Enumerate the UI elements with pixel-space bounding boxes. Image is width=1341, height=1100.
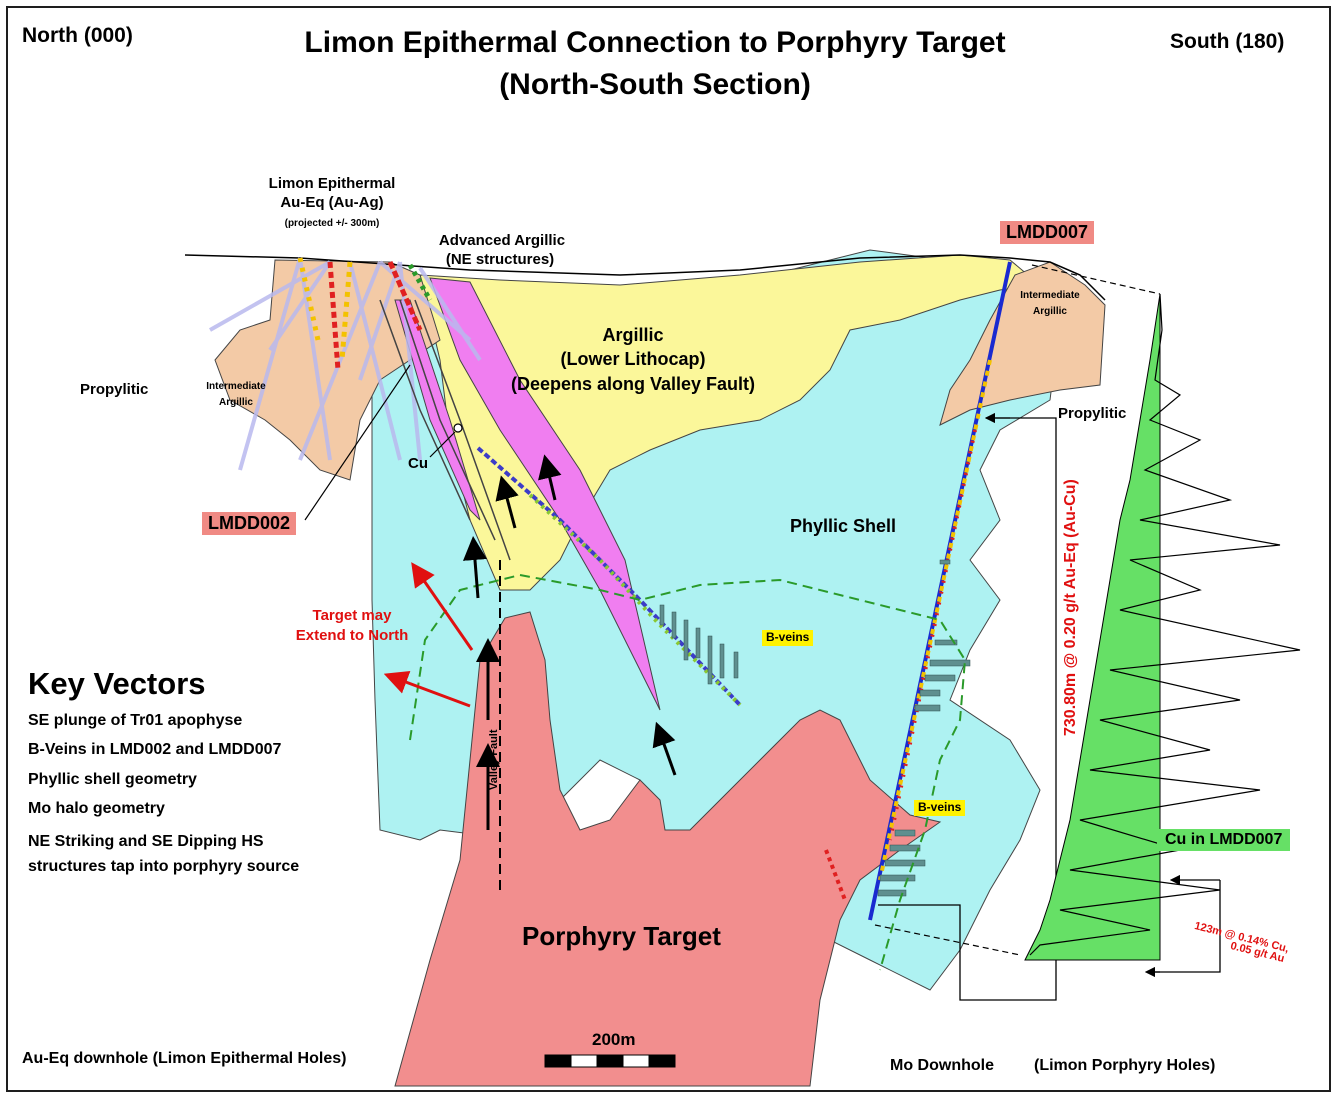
target-north-label-2: Extend to North — [295, 627, 409, 644]
advanced-argillic-zone — [429, 277, 661, 711]
mo-halo-outline — [409, 573, 967, 971]
cu-profile-connector — [1031, 264, 1161, 295]
intermediate-argillic-left-label-2: Argillic — [219, 397, 253, 408]
porphyry-holes-legend-label: (Limon Porphyry Holes) — [1034, 1057, 1216, 1074]
au-eq-legend-label: Au-Eq downhole (Limon Epithermal Holes) — [22, 1050, 347, 1067]
cu-marker — [453, 423, 463, 433]
b-veins-label-lmdd007: B-veins — [914, 800, 966, 816]
ne-structures — [379, 299, 511, 561]
north-orientation-label: North (000) — [22, 24, 133, 47]
cu-label: Cu — [408, 455, 428, 472]
lmdd002-hole-trace — [476, 446, 742, 707]
intercept-bracket — [878, 417, 1057, 1001]
diagram-subtitle: (North-South Section) — [499, 68, 811, 101]
cu-profile-bottom-connector — [874, 924, 1021, 956]
lmdd002-label: LMDD002 — [202, 512, 297, 535]
advanced-argillic-zone-2 — [394, 299, 481, 521]
argillic-valley-fault-label: (Deepens along Valley Fault) — [510, 374, 756, 394]
porphyry-target-zone — [394, 611, 942, 1087]
lmdd007-label: LMDD007 — [1000, 221, 1095, 244]
mo-downhole-bars-lmdd002 — [659, 604, 739, 685]
intermediate-argillic-right-label-2: Argillic — [1033, 306, 1067, 317]
au-eq-downhole-traces — [297, 257, 433, 371]
figure-border — [6, 6, 1331, 1092]
mo-downhole-bars-lmdd007 — [877, 559, 971, 897]
target-north-label: Target may — [312, 607, 392, 624]
lmdd002-hole-color — [528, 493, 742, 707]
south-orientation-label: South (180) — [1170, 30, 1285, 53]
key-vector-item: SE plunge of Tr01 apophyse — [28, 712, 243, 729]
intermediate-argillic-right-zone — [939, 261, 1106, 426]
short-intercept-arrows — [1144, 874, 1221, 978]
phyllic-shell-label: Phyllic Shell — [790, 516, 897, 536]
key-vector-item: structures tap into porphyry source — [28, 858, 300, 875]
short-porphyry-hole — [824, 849, 847, 901]
porphyry-target-label: Porphyry Target — [522, 921, 721, 951]
propylitic-right-label: Propylitic — [1058, 405, 1127, 422]
long-intercept-label: 730.80m @ 0.20 g/t Au-Eq (Au-Cu) — [1062, 479, 1079, 736]
valley-fault-label: Valley Fault — [488, 729, 500, 790]
limon-epithermal-label: Limon Epithermal — [268, 175, 396, 192]
target-north-arrows — [383, 562, 474, 708]
lmdd007-hole-color-2 — [888, 429, 977, 841]
mo-legend-label: Mo Downhole — [890, 1057, 994, 1074]
diagram-title: Limon Epithermal Connection to Porphyry … — [304, 26, 1006, 59]
advanced-argillic-label: Advanced Argillic — [438, 232, 566, 249]
scale-bar — [544, 1054, 676, 1068]
key-vector-item: Mo halo geometry — [28, 800, 165, 817]
cu-profile-trace — [1029, 293, 1301, 956]
key-vector-item: Phyllic shell geometry — [28, 771, 197, 788]
argillic-label: Argillic — [602, 325, 664, 345]
cu-profile-fill — [1024, 293, 1161, 961]
key-vector-item: B-Veins in LMD002 and LMDD007 — [28, 741, 282, 758]
argillic-lithocap-label: (Lower Lithocap) — [560, 349, 706, 369]
b-veins-label-lmdd002: B-veins — [762, 630, 814, 646]
intermediate-argillic-right-label: Intermediate — [1020, 290, 1080, 301]
key-vectors-heading: Key Vectors — [28, 666, 206, 701]
propylitic-left-label: Propylitic — [80, 381, 149, 398]
cu-leader — [429, 431, 456, 458]
key-vector-item: NE Striking and SE Dipping HS — [28, 833, 264, 850]
limon-epithermal-projection-label: (projected +/- 300m) — [284, 218, 380, 229]
scale-bar-label: 200m — [592, 1030, 636, 1049]
limon-epithermal-metal-label: Au-Eq (Au-Ag) — [280, 194, 384, 211]
intermediate-argillic-left-label: Intermediate — [206, 381, 266, 392]
lmdd007-hole-color — [878, 359, 992, 881]
advanced-argillic-structure-label: (NE structures) — [445, 251, 555, 268]
vector-arrows — [462, 454, 677, 830]
lmdd002-leader — [304, 364, 411, 521]
cu-in-lmdd007-label: Cu in LMDD007 — [1157, 829, 1291, 852]
